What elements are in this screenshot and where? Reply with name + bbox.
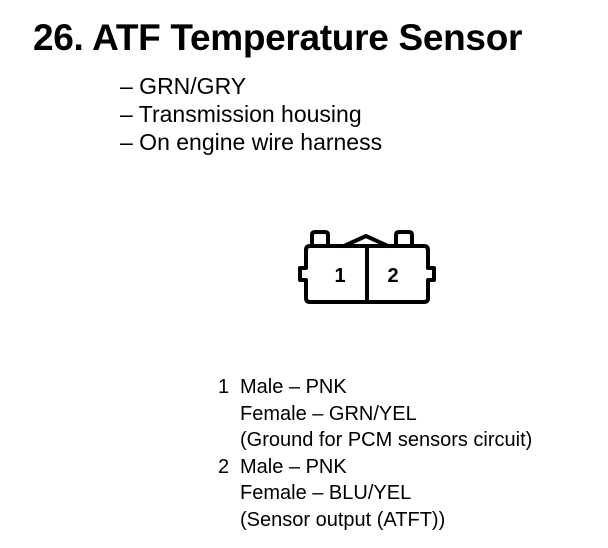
pin-2-male: Male – PNK [240,455,347,478]
pin-1-note: (Ground for PCM sensors circuit) [240,429,533,451]
pin-2-entry: 2 Male – PNK Female – BLU/YEL (Sensor ou… [218,454,532,534]
pin-2-note: (Sensor output (ATFT)) [240,508,446,531]
wire-color-info: – GRN/GRY [120,73,247,99]
pinout-list: 1 Male – PNK Female – GRN/YEL (Ground fo… [218,374,532,533]
sensor-info-list: – GRN/GRY – Transmission housing – On en… [120,72,382,156]
connector-latch-left [310,230,330,248]
pin-2-number: 2 [218,455,230,478]
pin-1-number: 1 [218,376,230,398]
connector-diagram: 1 2 [298,230,436,304]
connector-housing [298,244,436,304]
pin-1-male: Male – PNK [240,376,347,398]
page-title: 26. ATF Temperature Sensor [33,17,523,58]
pin-2-female: Female – BLU/YEL [240,482,412,504]
connector-lock-ramp [342,234,390,248]
pin-1-entry: 1 Male – PNK Female – GRN/YEL (Ground fo… [218,374,532,454]
cavity-label-2: 2 [387,265,398,287]
location-info: – Transmission housing [120,101,362,127]
pin-1-female: Female – GRN/YEL [240,402,417,425]
connector-latch-right [394,230,414,248]
cavity-label-1: 1 [334,265,345,287]
harness-info: – On engine wire harness [120,129,383,155]
